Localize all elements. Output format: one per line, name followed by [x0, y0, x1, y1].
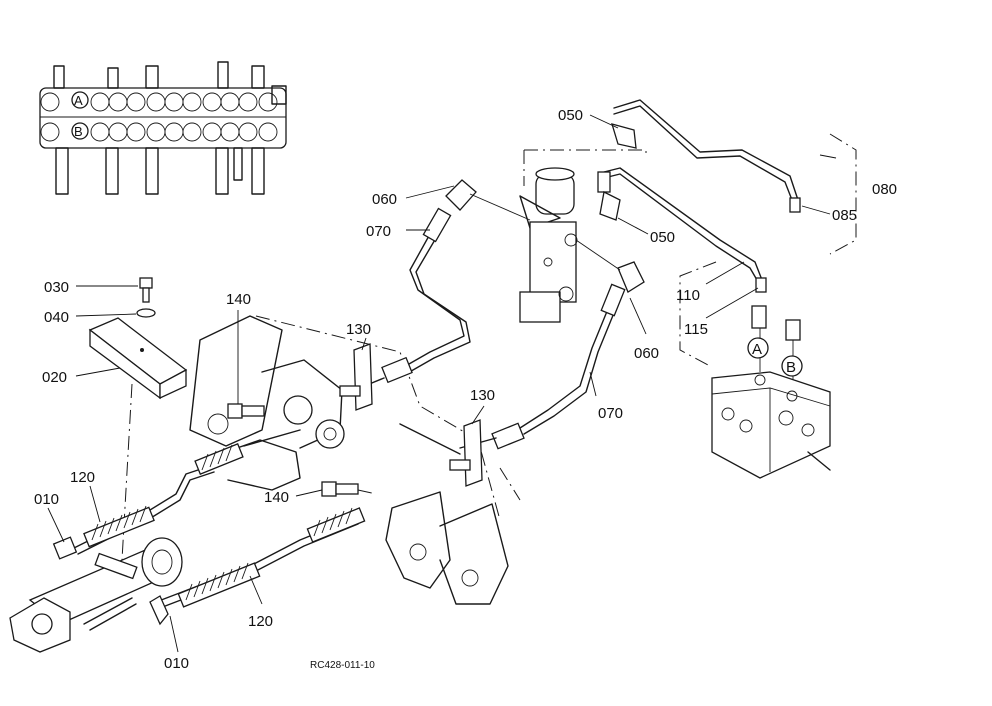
valve-port-a-label: A — [752, 341, 762, 358]
callout-060-mid: 060 — [634, 345, 659, 362]
callout-070-mid: 070 — [598, 405, 623, 422]
hose-070-lower — [459, 261, 645, 450]
callout-010-bottom: 010 — [164, 655, 189, 672]
hose-120-upper — [52, 429, 301, 560]
callout-130-top: 130 — [346, 321, 371, 338]
callout-085: 085 — [832, 207, 857, 224]
valve-block: A B — [711, 305, 831, 479]
callout-labels: 050 060 070 050 060 070 080 085 110 115 … — [34, 107, 897, 672]
callout-110: 110 — [676, 287, 700, 304]
valve-port-a-marker — [747, 337, 769, 359]
callout-040: 040 — [44, 309, 69, 326]
callout-060-top: 060 — [372, 191, 397, 208]
lift-cylinder — [9, 537, 183, 653]
callout-140-top: 140 — [226, 291, 251, 308]
pipe-link-060b — [575, 239, 621, 271]
port-b-label: B — [74, 124, 83, 139]
hose-070-upper — [339, 179, 477, 397]
plate-130-upper — [339, 343, 373, 411]
bracket-assembly — [88, 277, 188, 561]
bolt-140-upper — [227, 403, 265, 419]
loader-frame — [189, 315, 521, 605]
port-b-marker — [71, 122, 89, 140]
group-bracket-110 — [679, 261, 717, 367]
pipe-link-060 — [469, 193, 531, 221]
leader-lines — [47, 114, 837, 653]
control-valve-bank: A B — [39, 61, 287, 195]
swivel-joint — [519, 149, 647, 323]
callout-050-mid: 050 — [650, 229, 675, 246]
valve-port-b-label: B — [786, 359, 796, 376]
valve-port-b-marker — [781, 355, 803, 377]
callout-115: 115 — [684, 321, 708, 338]
port-a-label: A — [74, 93, 83, 108]
drawing-code: RC428-011-10 — [310, 660, 375, 671]
port-a-marker — [71, 91, 89, 109]
group-bracket-080 — [829, 133, 857, 255]
hose-120-lower — [149, 507, 366, 626]
callout-070-top: 070 — [366, 223, 391, 240]
callout-080: 080 — [872, 181, 897, 198]
callout-030: 030 — [44, 279, 69, 296]
callout-140-bottom: 140 — [264, 489, 289, 506]
callout-050-top: 050 — [558, 107, 583, 124]
callout-120-bottom: 120 — [248, 613, 273, 630]
steel-pipes — [597, 99, 801, 293]
callout-010-top: 010 — [34, 491, 59, 508]
bolt-140-lower — [321, 481, 377, 497]
frame-link — [399, 423, 461, 455]
callout-020: 020 — [42, 369, 67, 386]
callout-130-mid: 130 — [470, 387, 495, 404]
callout-120-top: 120 — [70, 469, 95, 486]
plate-130-lower — [449, 419, 483, 487]
